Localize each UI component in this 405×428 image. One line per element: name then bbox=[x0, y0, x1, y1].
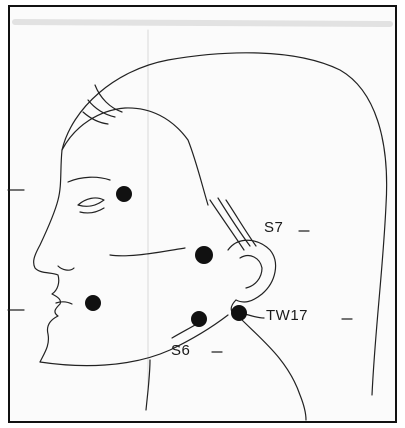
ear-inner bbox=[240, 256, 262, 288]
eyebrow bbox=[68, 177, 110, 182]
label-s7: S7 bbox=[264, 220, 283, 235]
hair-outline bbox=[62, 53, 387, 395]
ear-outline bbox=[228, 240, 276, 302]
face-profile bbox=[34, 150, 62, 362]
tw17-pointer bbox=[245, 314, 264, 318]
scan-smudge bbox=[15, 22, 390, 24]
neck-back bbox=[240, 318, 306, 420]
nostril bbox=[58, 266, 74, 270]
mouth-line bbox=[56, 302, 72, 304]
acupoint-cheek bbox=[195, 246, 213, 264]
acupoint-mouth bbox=[85, 295, 101, 311]
label-s6: S6 bbox=[171, 343, 190, 358]
eyelid bbox=[80, 208, 104, 213]
eye-outline bbox=[78, 198, 104, 206]
hair-strand bbox=[218, 198, 250, 246]
label-tw17: TW17 bbox=[266, 308, 308, 323]
acupoint-tw17 bbox=[231, 305, 247, 321]
hair-strand bbox=[210, 200, 244, 250]
hairline bbox=[62, 108, 208, 205]
acupoint-eye bbox=[116, 186, 132, 202]
hair-strand bbox=[226, 200, 256, 246]
hair-strand bbox=[95, 85, 122, 112]
hair-strand bbox=[88, 100, 115, 117]
acupoint-s6 bbox=[191, 311, 207, 327]
